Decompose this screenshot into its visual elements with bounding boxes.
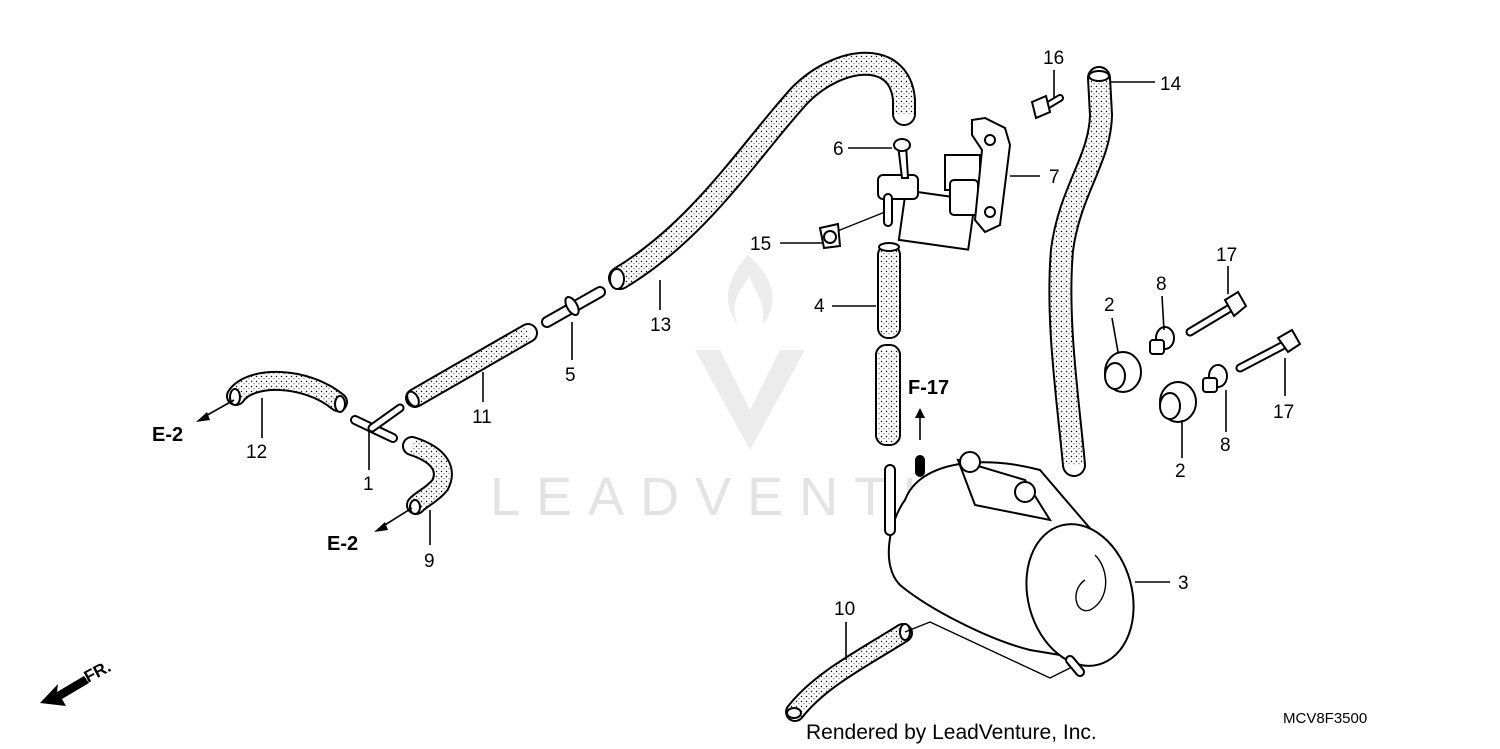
callout-labels: 1 2 2 3 4 5 6 7 8 8 9 10 11 12 13 14 15 … <box>246 48 1294 620</box>
collar-8-upper[interactable] <box>1149 326 1175 355</box>
callout-16[interactable]: 16 <box>1043 48 1064 69</box>
callout-2-upper[interactable]: 2 <box>1104 295 1115 316</box>
hose-9[interactable] <box>402 436 453 515</box>
ref-f17[interactable]: F-17 <box>908 377 949 399</box>
callout-14[interactable]: 14 <box>1160 74 1182 95</box>
callout-7[interactable]: 7 <box>1049 167 1060 188</box>
hose-11[interactable] <box>405 323 538 408</box>
t-joint-1[interactable] <box>350 403 405 443</box>
hose-10[interactable] <box>785 623 913 722</box>
ref-e2-bottom[interactable]: E-2 <box>327 533 358 555</box>
connector-5[interactable] <box>541 286 606 328</box>
callout-8-upper[interactable]: 8 <box>1156 274 1167 295</box>
callout-9[interactable]: 9 <box>424 551 435 572</box>
hose-4[interactable] <box>875 242 901 446</box>
diagram-code: MCV8F3500 <box>1283 710 1367 727</box>
leader-lines <box>261 70 1286 660</box>
grommet-2-upper[interactable] <box>1104 351 1142 393</box>
callout-12[interactable]: 12 <box>246 442 267 463</box>
callout-4[interactable]: 4 <box>814 296 825 317</box>
callout-17-lower[interactable]: 17 <box>1273 402 1294 423</box>
callout-6[interactable]: 6 <box>833 139 844 160</box>
callout-2-lower[interactable]: 2 <box>1175 461 1186 482</box>
canister-3[interactable] <box>884 451 1149 679</box>
purge-valve[interactable] <box>190 0 981 251</box>
callout-13[interactable]: 13 <box>650 315 671 336</box>
bolt-17-lower[interactable] <box>1235 328 1302 373</box>
callout-8-lower[interactable]: 8 <box>1220 435 1231 456</box>
callout-1[interactable]: 1 <box>363 474 374 495</box>
callout-5[interactable]: 5 <box>565 365 576 386</box>
hose-14[interactable] <box>1048 66 1114 477</box>
callout-15[interactable]: 15 <box>750 234 771 255</box>
grommet-2-lower[interactable] <box>1159 381 1197 423</box>
collar-8-lower[interactable] <box>1202 364 1228 393</box>
ref-e2-top[interactable]: E-2 <box>152 424 183 446</box>
callout-3[interactable]: 3 <box>1178 573 1189 594</box>
callout-11[interactable]: 11 <box>472 407 492 428</box>
reference-labels: E-2 E-2 F-17 <box>152 377 949 555</box>
callout-10[interactable]: 10 <box>834 599 855 620</box>
bracket-7[interactable] <box>971 116 1012 234</box>
callout-17-upper[interactable]: 17 <box>1216 245 1237 266</box>
hose-12[interactable] <box>226 371 348 413</box>
bolt-17-upper[interactable] <box>1185 290 1248 337</box>
front-direction-arrow: FR. <box>40 657 114 706</box>
credit-text: Rendered by LeadVenture, Inc. <box>806 721 1097 744</box>
reference-arrows <box>196 399 925 532</box>
bolt-16[interactable] <box>1030 94 1064 120</box>
hose-13[interactable] <box>608 51 916 290</box>
